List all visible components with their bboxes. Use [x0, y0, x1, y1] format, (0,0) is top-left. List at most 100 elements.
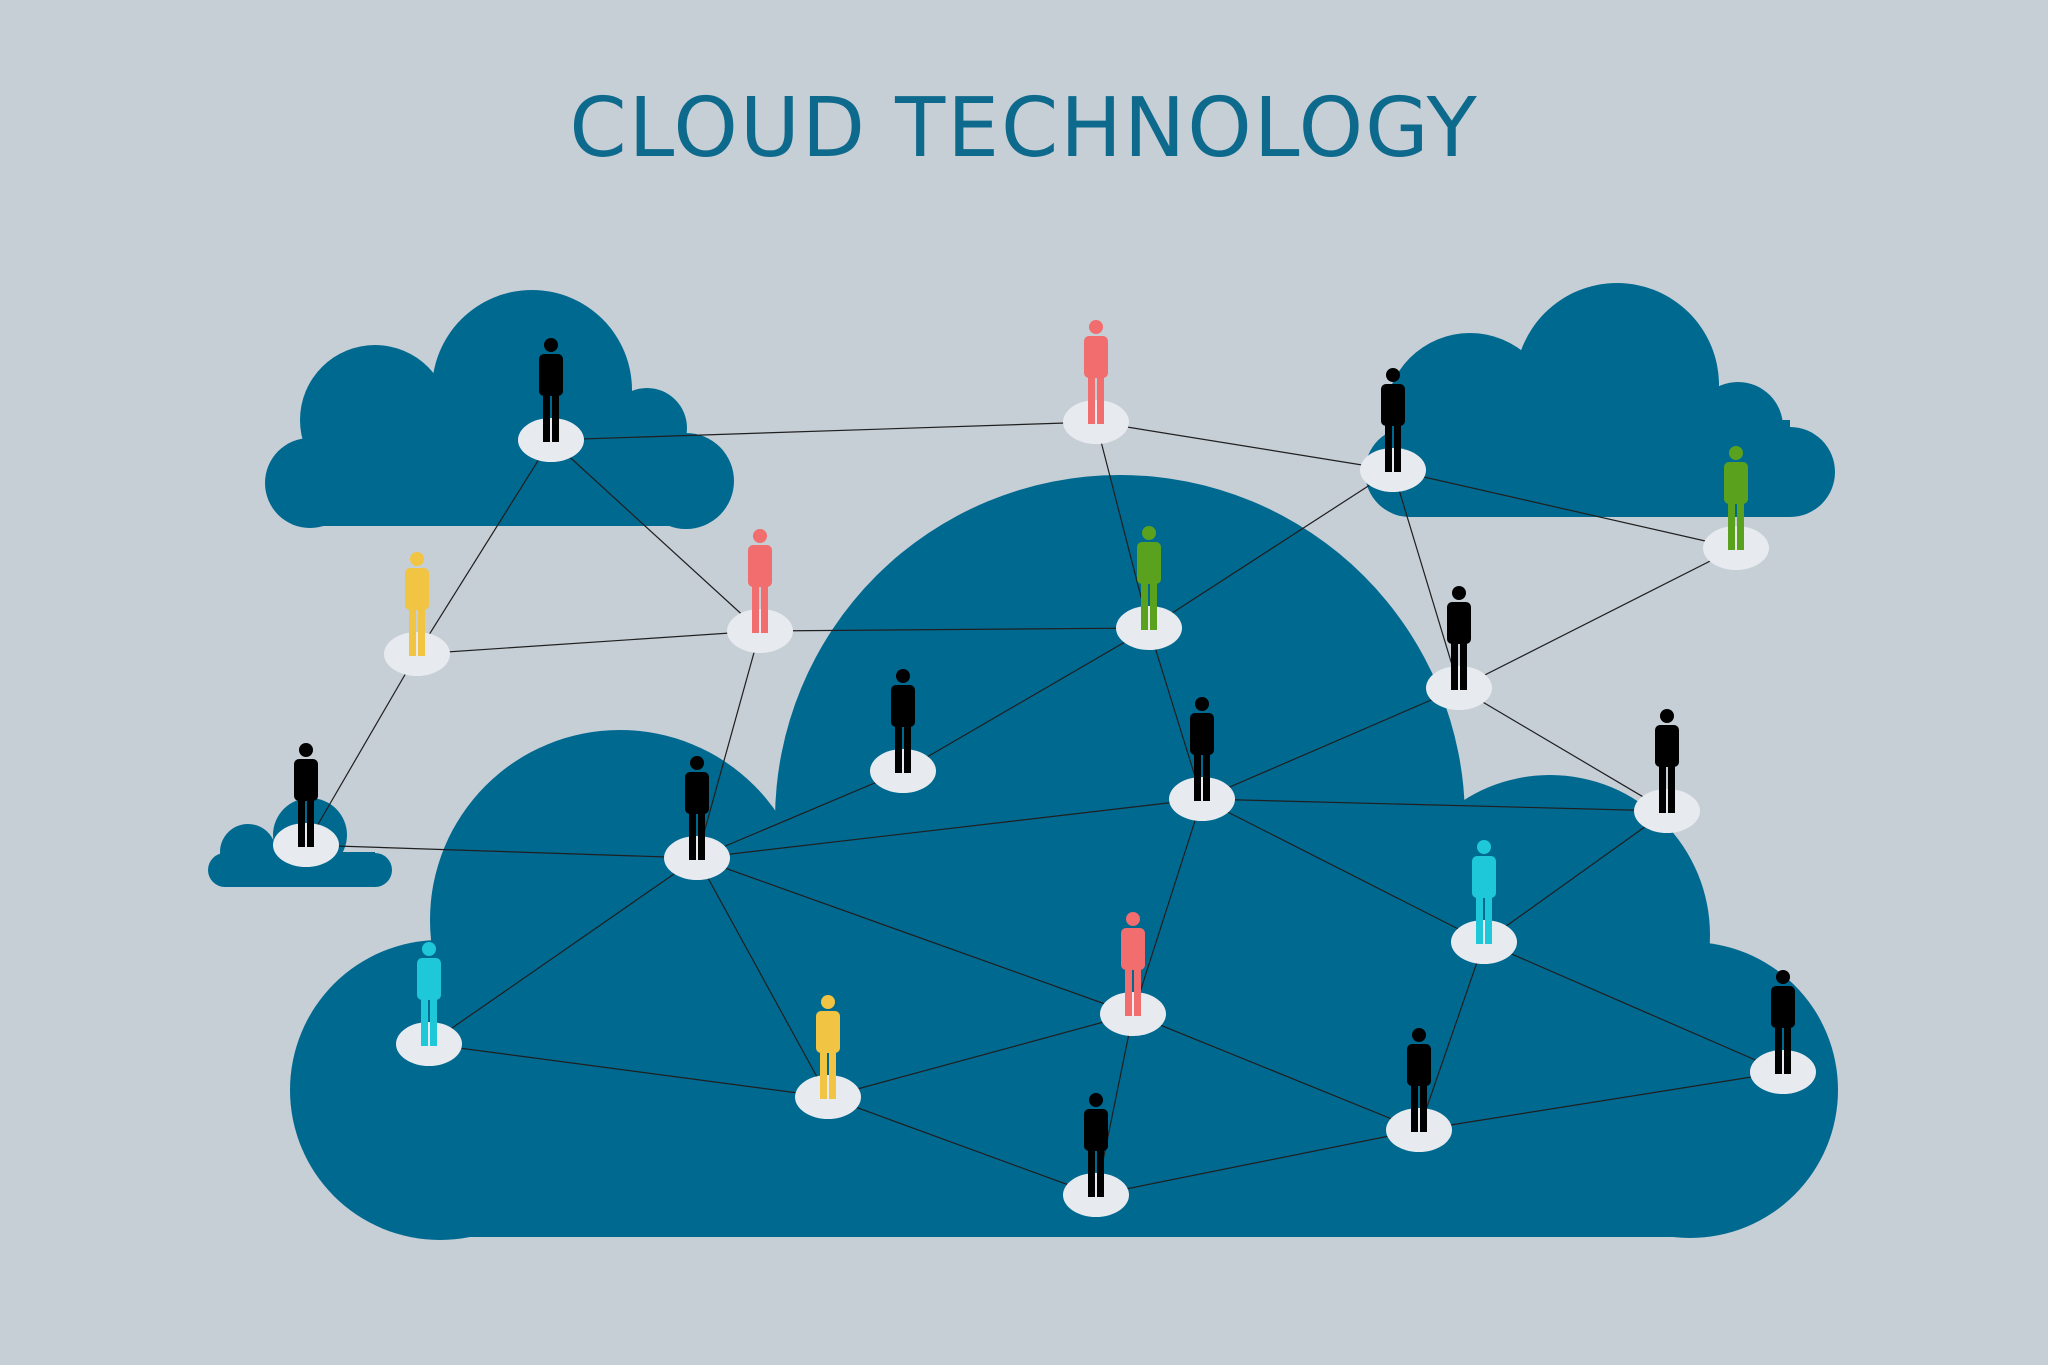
- cloud-top-left: [265, 290, 734, 529]
- network-link: [1095, 421, 1150, 629]
- network-link: [1418, 941, 1485, 1131]
- platform-disc: [518, 418, 584, 462]
- network-link: [1483, 810, 1668, 943]
- person-6: [727, 529, 793, 653]
- person-icon: [685, 756, 709, 860]
- network-link: [1095, 1129, 1420, 1196]
- network-link: [1095, 421, 1394, 471]
- person-11: [870, 669, 936, 793]
- platform-disc: [1063, 1173, 1129, 1217]
- person-icon: [1655, 709, 1679, 813]
- person-18: [1063, 1093, 1129, 1217]
- network-link: [1392, 469, 1460, 689]
- platform-disc: [1386, 1108, 1452, 1152]
- person-icon: [748, 529, 772, 633]
- person-10: [664, 756, 730, 880]
- person-14: [1451, 840, 1517, 964]
- clouds-layer: [208, 283, 1838, 1240]
- person-2: [1063, 320, 1129, 444]
- network-link: [759, 627, 1150, 632]
- network-link: [1418, 1071, 1784, 1131]
- person-17: [795, 995, 861, 1119]
- network-link: [550, 421, 1097, 441]
- person-icon: [1447, 586, 1471, 690]
- person-1: [518, 338, 584, 462]
- platform-disc: [1426, 666, 1492, 710]
- person-12: [1169, 697, 1235, 821]
- network-link: [1132, 798, 1203, 1015]
- network-link: [1148, 469, 1394, 629]
- platform-disc: [273, 823, 339, 867]
- person-7: [1116, 526, 1182, 650]
- platform-disc: [1063, 400, 1129, 444]
- platform-disc: [1703, 526, 1769, 570]
- platform-disc: [870, 749, 936, 793]
- person-icon: [539, 338, 563, 442]
- network-link: [1132, 1013, 1420, 1131]
- person-icon: [1381, 368, 1405, 472]
- network-link: [305, 653, 418, 846]
- person-icon: [1084, 320, 1108, 424]
- network-links: [305, 421, 1784, 1196]
- platform-disc: [1634, 789, 1700, 833]
- platform-disc: [1116, 606, 1182, 650]
- person-icon: [1121, 912, 1145, 1016]
- person-icon: [1084, 1093, 1108, 1197]
- network-link: [696, 630, 761, 859]
- person-15: [396, 942, 462, 1066]
- person-icon: [1190, 697, 1214, 801]
- person-9: [1426, 586, 1492, 710]
- person-16: [1100, 912, 1166, 1036]
- cloud-large-center: [290, 475, 1838, 1240]
- person-icon: [1771, 970, 1795, 1074]
- platform-disc: [1451, 920, 1517, 964]
- platform-disc: [1100, 992, 1166, 1036]
- person-20: [1750, 970, 1816, 1094]
- network-link: [902, 627, 1150, 772]
- person-icon: [891, 669, 915, 773]
- cloud-top-right: [1365, 283, 1835, 517]
- person-icon: [1407, 1028, 1431, 1132]
- platform-disc: [1169, 777, 1235, 821]
- person-icon: [417, 942, 441, 1046]
- network-link: [696, 798, 1203, 859]
- network-link: [1458, 687, 1668, 812]
- network-link: [1201, 798, 1668, 812]
- person-icon: [294, 743, 318, 847]
- network-link: [428, 857, 698, 1045]
- platform-disc: [795, 1075, 861, 1119]
- person-13: [1634, 709, 1700, 833]
- network-link: [416, 630, 761, 655]
- platform-disc: [727, 609, 793, 653]
- network-link: [550, 439, 761, 632]
- platform-disc: [396, 1022, 462, 1066]
- people-layer: [273, 320, 1816, 1217]
- network-link: [416, 439, 552, 655]
- network-link: [1201, 798, 1485, 943]
- person-icon: [405, 552, 429, 656]
- person-icon: [1724, 446, 1748, 550]
- person-19: [1386, 1028, 1452, 1152]
- person-icon: [1137, 526, 1161, 630]
- person-3: [1360, 368, 1426, 492]
- network-link: [696, 857, 829, 1098]
- person-icon: [816, 995, 840, 1099]
- network-link: [827, 1096, 1097, 1196]
- network-link: [305, 844, 698, 859]
- page-title: CLOUD TECHNOLOGY: [569, 81, 1479, 176]
- platform-disc: [384, 632, 450, 676]
- network-link: [696, 857, 1134, 1015]
- network-link: [696, 770, 904, 859]
- network-link: [1201, 687, 1460, 800]
- person-4: [1703, 446, 1769, 570]
- network-link: [827, 1013, 1134, 1098]
- platform-disc: [1360, 448, 1426, 492]
- network-link: [1458, 547, 1737, 689]
- person-5: [384, 552, 450, 676]
- network-link: [1148, 627, 1203, 800]
- network-link: [428, 1043, 829, 1098]
- network-link: [1392, 469, 1737, 549]
- platform-disc: [1750, 1050, 1816, 1094]
